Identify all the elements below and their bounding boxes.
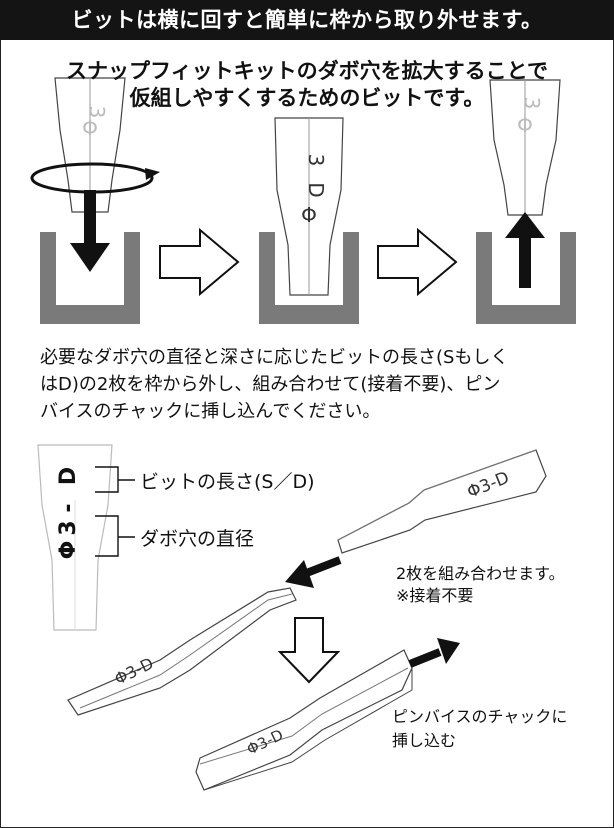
- diameter-bracket: [95, 515, 135, 557]
- description-line-2: はD)の2枚を枠から外し、組み合わせて(接着不要)、ピン: [40, 374, 501, 395]
- combine-arrow: [285, 556, 342, 588]
- length-bracket: [95, 466, 135, 493]
- subtitle-line-1: スナップフィットキットのダボ穴を拡大することで: [66, 59, 548, 83]
- label-bit-length: ビットの長さ(S／D): [140, 471, 315, 493]
- header-title: ビットは横に回すと簡単に枠から取り外せます。: [71, 8, 543, 32]
- step2-bit: 3 D Φ: [274, 117, 344, 296]
- svg-text:D: D: [304, 182, 328, 197]
- insert-arrow: [408, 638, 460, 668]
- engraving-type: D: [56, 467, 81, 485]
- header-banner: ビットは横に回すと簡単に枠から取り外せます。: [0, 0, 614, 40]
- note-insert-line-2: 挿し込む: [392, 731, 457, 750]
- engraving-size: 3: [56, 520, 81, 535]
- svg-text:3: 3: [520, 97, 544, 110]
- step2-frame: [259, 232, 359, 324]
- step3-bit: 3 Φ: [489, 79, 561, 216]
- note-combine-line-1: 2枚を組み合わせます。: [396, 564, 565, 583]
- description-line-1: 必要なダボ穴の直径と深さに応じたビットの長さ(Sもしく: [40, 347, 509, 368]
- note-insert-line-1: ピンバイスのチャックに: [392, 707, 568, 726]
- subtitle-line-2: 仮組しやすくするためのビットです。: [129, 86, 485, 110]
- front-view-engraving: D - 3 Φ: [56, 467, 81, 559]
- engraving-symbol: Φ: [56, 541, 81, 560]
- front-view-bit: [37, 444, 113, 631]
- step3-frame: [476, 232, 576, 324]
- svg-text:Φ: Φ: [517, 113, 533, 137]
- svg-text:Φ: Φ: [82, 116, 98, 140]
- svg-text:3: 3: [85, 106, 109, 119]
- svg-text:-: -: [56, 503, 81, 512]
- label-dowel-diameter: ダボ穴の直径: [140, 528, 255, 550]
- upper-half-bit: Φ3-D: [337, 449, 547, 554]
- svg-text:3: 3: [304, 154, 328, 167]
- down-outline-arrow: [277, 617, 341, 684]
- step1-bit: 3 Φ: [54, 77, 126, 213]
- right-arrow-1: [159, 227, 240, 297]
- down-arrow: [70, 190, 110, 272]
- description-line-3: バイスのチャックに挿し込んでください。: [40, 401, 381, 422]
- svg-text:Φ: Φ: [301, 203, 317, 227]
- middle-half-bit: Φ3-D: [67, 587, 297, 716]
- step1-frame: [40, 232, 140, 324]
- up-arrow: [505, 212, 545, 288]
- right-arrow-2: [377, 227, 458, 297]
- note-combine-line-2: ※接着不要: [396, 586, 474, 605]
